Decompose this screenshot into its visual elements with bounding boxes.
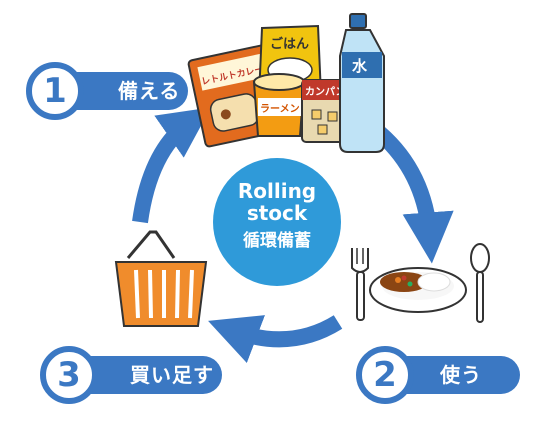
rolling-stock-circle: Rolling stock 循環備蓄 [213, 158, 341, 286]
spoon-icon [470, 243, 490, 323]
shopping-basket-icon [114, 230, 208, 327]
cycle-arrow-prepare-to-use [370, 123, 454, 264]
center-title-line2: stock [246, 201, 308, 225]
ramen-label: ラーメン [260, 103, 300, 115]
cycle-arrow-buy-to-prepare [132, 107, 211, 224]
step-2-number-badge: 2 [356, 346, 414, 404]
step-2-label: 使う [440, 363, 482, 387]
step-1-number-badge: 1 [26, 62, 84, 120]
center-subtitle: 循環備蓄 [243, 231, 311, 251]
center-title-line1: Rolling [237, 179, 317, 203]
step-1-label: 備える [118, 79, 181, 103]
rice-label: ごはん [270, 36, 309, 52]
curry-plate [369, 267, 467, 313]
cycle-arrow-use-to-buy [208, 315, 343, 364]
ramen-cup [252, 73, 306, 137]
step-3-label: 買い足す [130, 363, 214, 387]
water-label: 水 [352, 57, 368, 75]
water-bottle [339, 13, 385, 153]
kanpan-label: カンパン [305, 86, 346, 98]
step-3-number-badge: 3 [40, 346, 98, 404]
fork-icon [351, 248, 369, 321]
kanpan-can [301, 79, 351, 143]
